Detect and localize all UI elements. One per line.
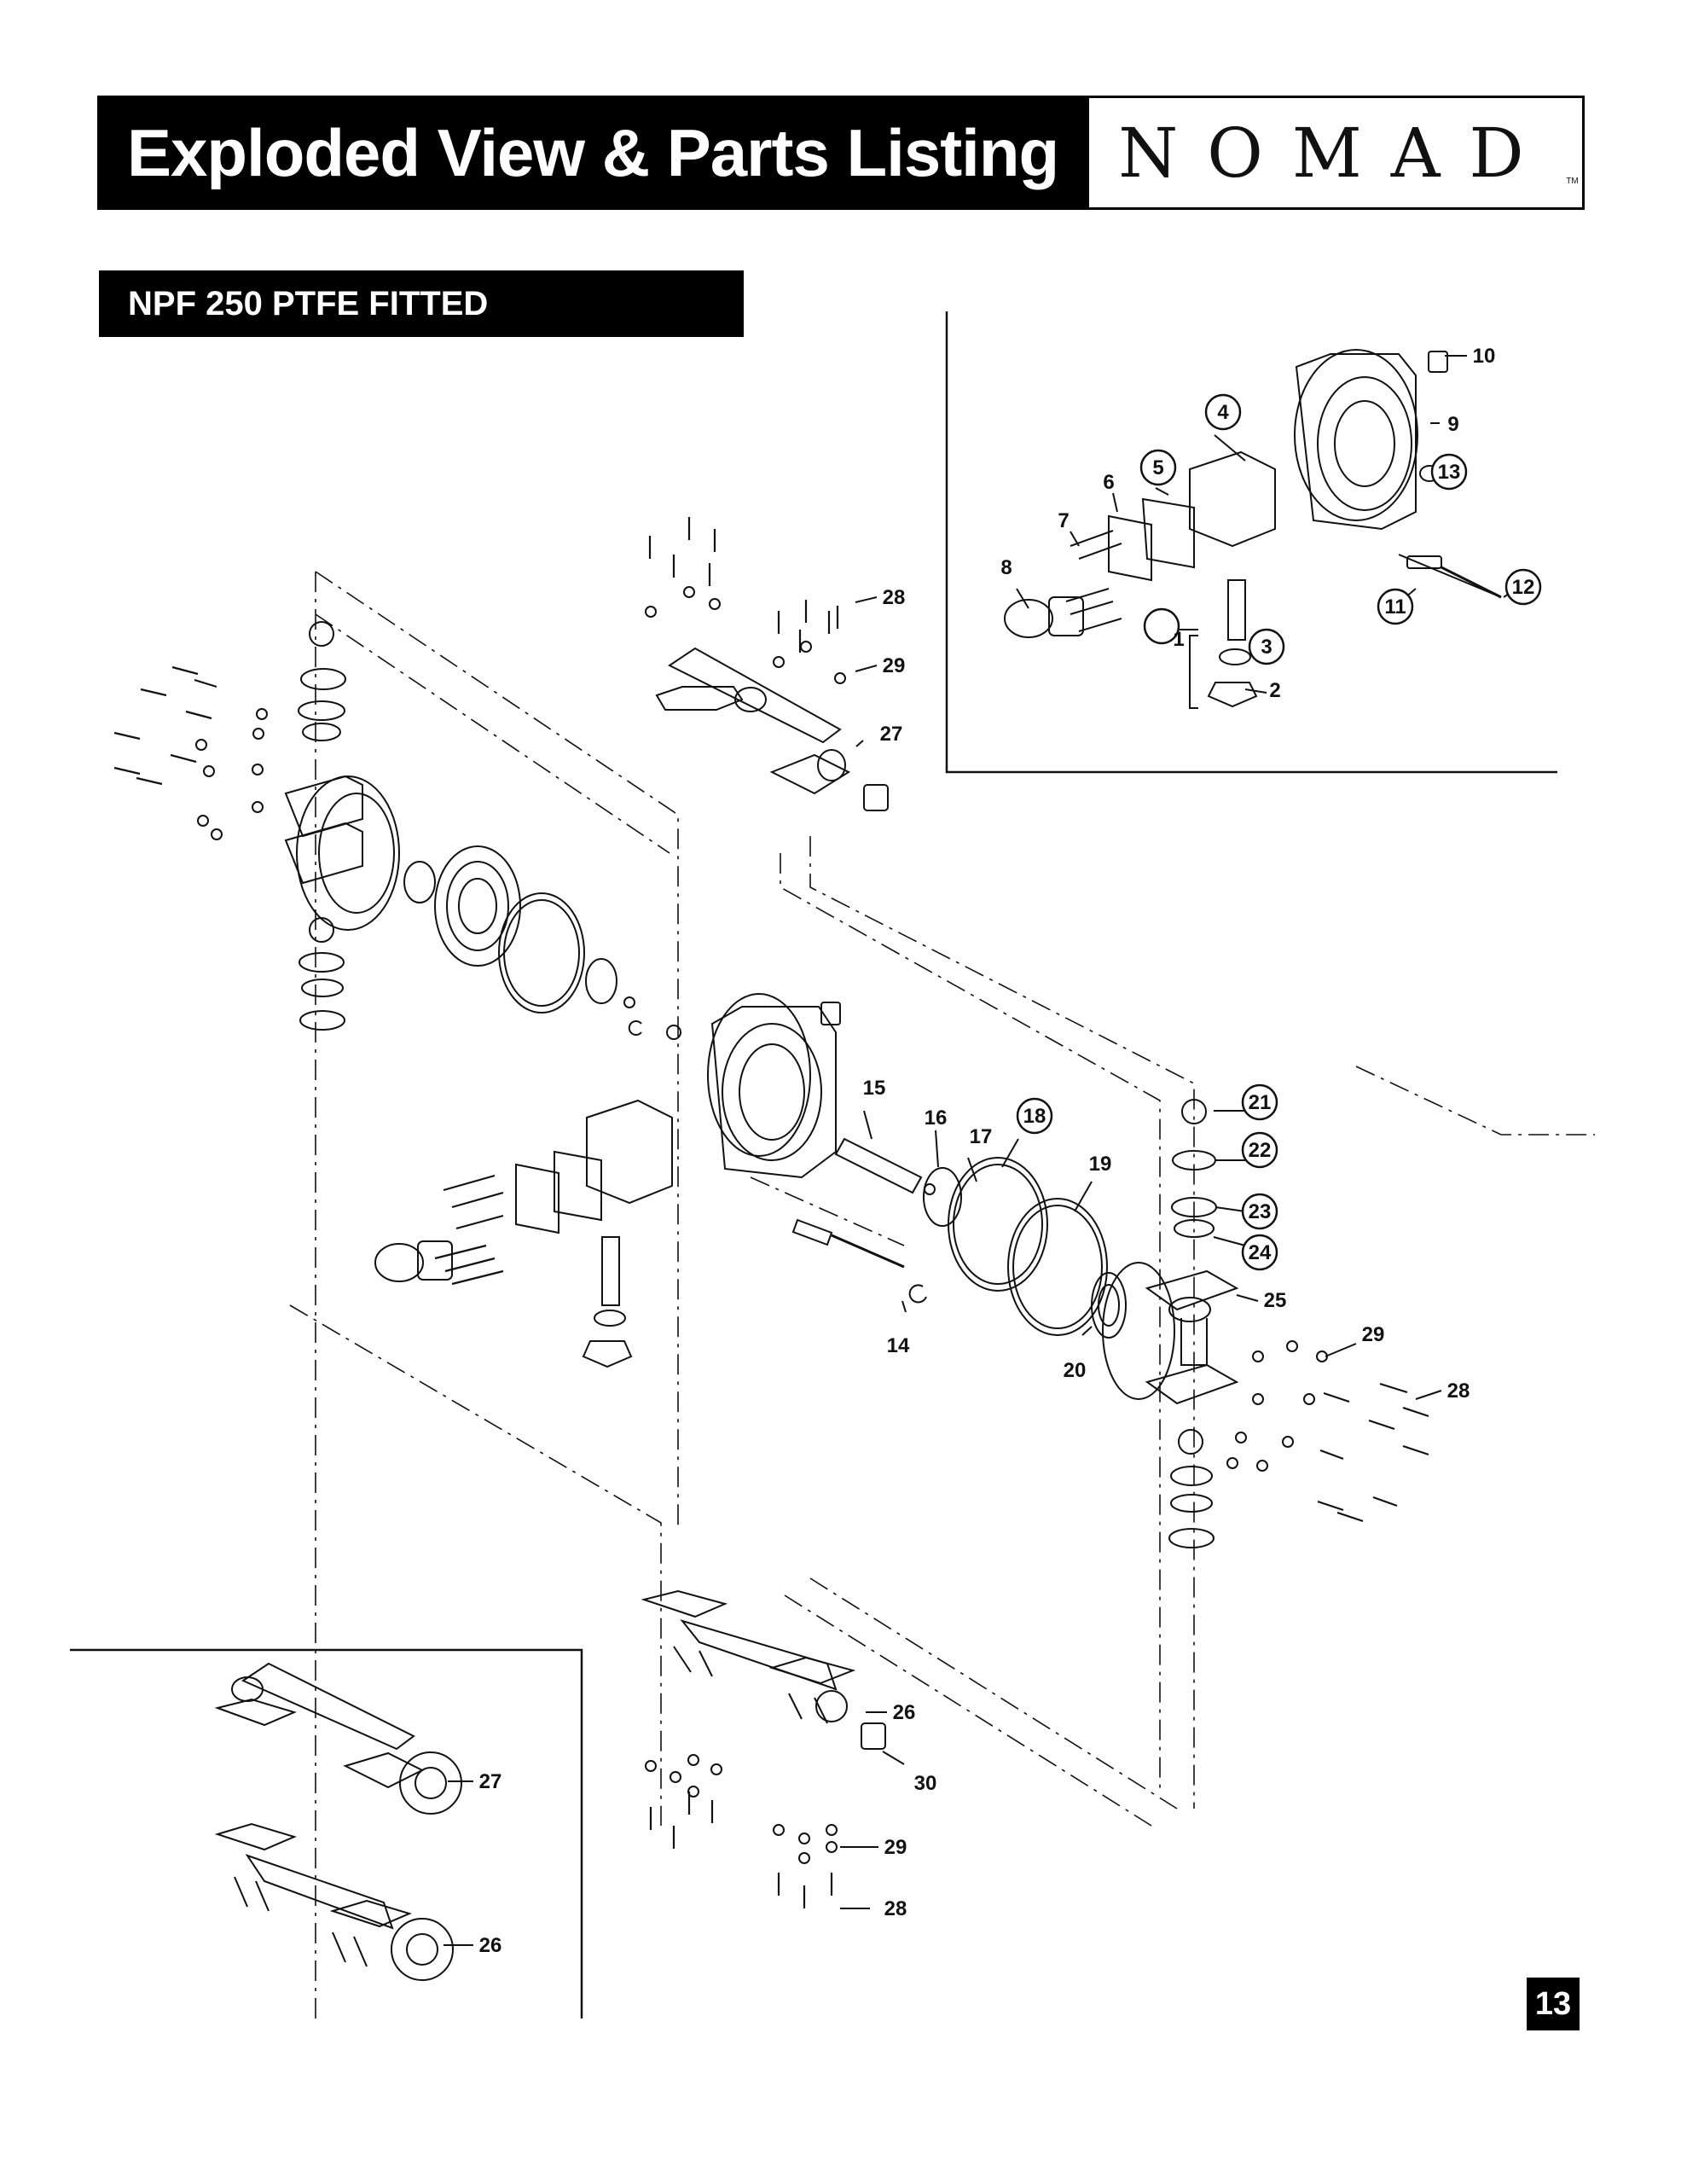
callout-29-right: 29 <box>1362 1323 1385 1346</box>
right-diaphragm-stack <box>923 1157 1127 1339</box>
seal-2-inset <box>1207 682 1258 708</box>
callout-10: 10 <box>1473 345 1496 368</box>
callout-28-bottom: 28 <box>884 1897 907 1920</box>
callout-12: 12 <box>1512 576 1535 599</box>
page-number: 13 <box>1534 1985 1572 2022</box>
callout-26: 26 <box>893 1701 916 1724</box>
callout-labels: 1 2 3 4 5 6 7 8 9 10 11 12 13 14 15 16 1… <box>479 345 1535 1957</box>
pilot-spool-inset <box>1406 555 1442 569</box>
callout-3: 3 <box>1261 636 1272 659</box>
callout-15: 15 <box>863 1077 886 1100</box>
o-ring-3-inset <box>1219 648 1251 665</box>
callout-11: 11 <box>1384 595 1406 619</box>
inset-flanged-manifold-27 <box>214 1662 462 1815</box>
inset-frame-bottom <box>70 1648 583 2018</box>
callout-27: 27 <box>880 723 903 746</box>
right-fluid-chamber <box>1102 1262 1239 1405</box>
page-number-box: 13 <box>1527 1978 1580 2030</box>
callout-6: 6 <box>1103 471 1114 494</box>
left-check-valves <box>298 621 346 1031</box>
callout-28-right: 28 <box>1447 1380 1470 1403</box>
header-title-box: Exploded View & Parts Listing <box>100 98 1089 207</box>
callout-8: 8 <box>1000 556 1012 579</box>
callout-20: 20 <box>1064 1359 1087 1382</box>
callout-13: 13 <box>1438 461 1461 484</box>
callout-23: 23 <box>1249 1200 1272 1223</box>
callout-5: 5 <box>1152 456 1163 479</box>
center-section-housing <box>707 993 841 1179</box>
center-section-housing-inset <box>1294 349 1418 521</box>
pipe-plug-top <box>863 784 889 811</box>
callout-24: 24 <box>1249 1241 1272 1264</box>
callout-1: 1 <box>1173 628 1184 651</box>
inset-flanged-manifold-26 <box>214 1822 454 1981</box>
assembly-guide-lines <box>289 571 1595 2022</box>
inset-air-valve-assembly <box>1004 349 1502 709</box>
section-label-box: NPF 250 PTFE FITTED <box>99 270 744 337</box>
callout-16: 16 <box>925 1107 948 1130</box>
callout-29: 29 <box>883 654 906 677</box>
callout-4: 4 <box>1217 401 1229 424</box>
left-fasteners <box>113 517 846 840</box>
spool-inset <box>1227 579 1246 641</box>
pilot-plug-inset <box>1428 351 1448 373</box>
callout-circles <box>1016 393 1542 1271</box>
callout-17: 17 <box>970 1125 993 1148</box>
callout-14: 14 <box>887 1334 910 1357</box>
callout-27-inset: 27 <box>479 1770 502 1793</box>
inset-frame-top <box>945 311 1557 774</box>
shaft-and-pilot <box>791 1137 936 1304</box>
callout-2: 2 <box>1269 679 1280 702</box>
suction-manifold-bottom <box>641 1589 886 1750</box>
right-check-valves <box>1168 1099 1217 1548</box>
callout-25: 25 <box>1264 1289 1287 1312</box>
callout-7: 7 <box>1058 509 1069 532</box>
page-header: Exploded View & Parts Listing NOMAD TM <box>97 96 1585 210</box>
left-fluid-chamber <box>284 775 400 931</box>
bottom-fasteners <box>645 1754 838 1908</box>
bracket-1-inset <box>1189 635 1198 709</box>
callout-28: 28 <box>883 586 906 609</box>
nomad-logo: NOMAD TM <box>1118 113 1578 193</box>
callout-19: 19 <box>1089 1153 1112 1176</box>
muffler-inset <box>1004 599 1054 638</box>
discharge-manifold-top <box>655 647 889 811</box>
callout-21: 21 <box>1249 1091 1272 1114</box>
page-title: Exploded View & Parts Listing <box>127 114 1059 190</box>
center-air-valve <box>374 1099 673 1368</box>
section-label: NPF 250 PTFE FITTED <box>128 284 489 322</box>
callout-29-bottom: 29 <box>884 1836 907 1859</box>
logo-text: NOMAD <box>1118 113 1553 193</box>
gasket-inset <box>1141 497 1195 569</box>
leader-lines <box>443 355 1519 1946</box>
callout-9: 9 <box>1447 413 1458 436</box>
cap-plate-inset <box>1108 514 1152 582</box>
callout-30: 30 <box>914 1772 937 1795</box>
air-valve-body-inset <box>1189 450 1276 548</box>
left-diaphragm-stack <box>403 845 681 1040</box>
callout-26-inset: 26 <box>479 1934 502 1957</box>
logo-tm: TM <box>1566 176 1579 186</box>
air-valve-bolts-inset <box>1065 530 1122 632</box>
right-fasteners <box>1226 1340 1429 1523</box>
callout-18: 18 <box>1023 1105 1046 1128</box>
logo-box: NOMAD TM <box>1089 98 1582 207</box>
callout-22: 22 <box>1249 1139 1272 1162</box>
